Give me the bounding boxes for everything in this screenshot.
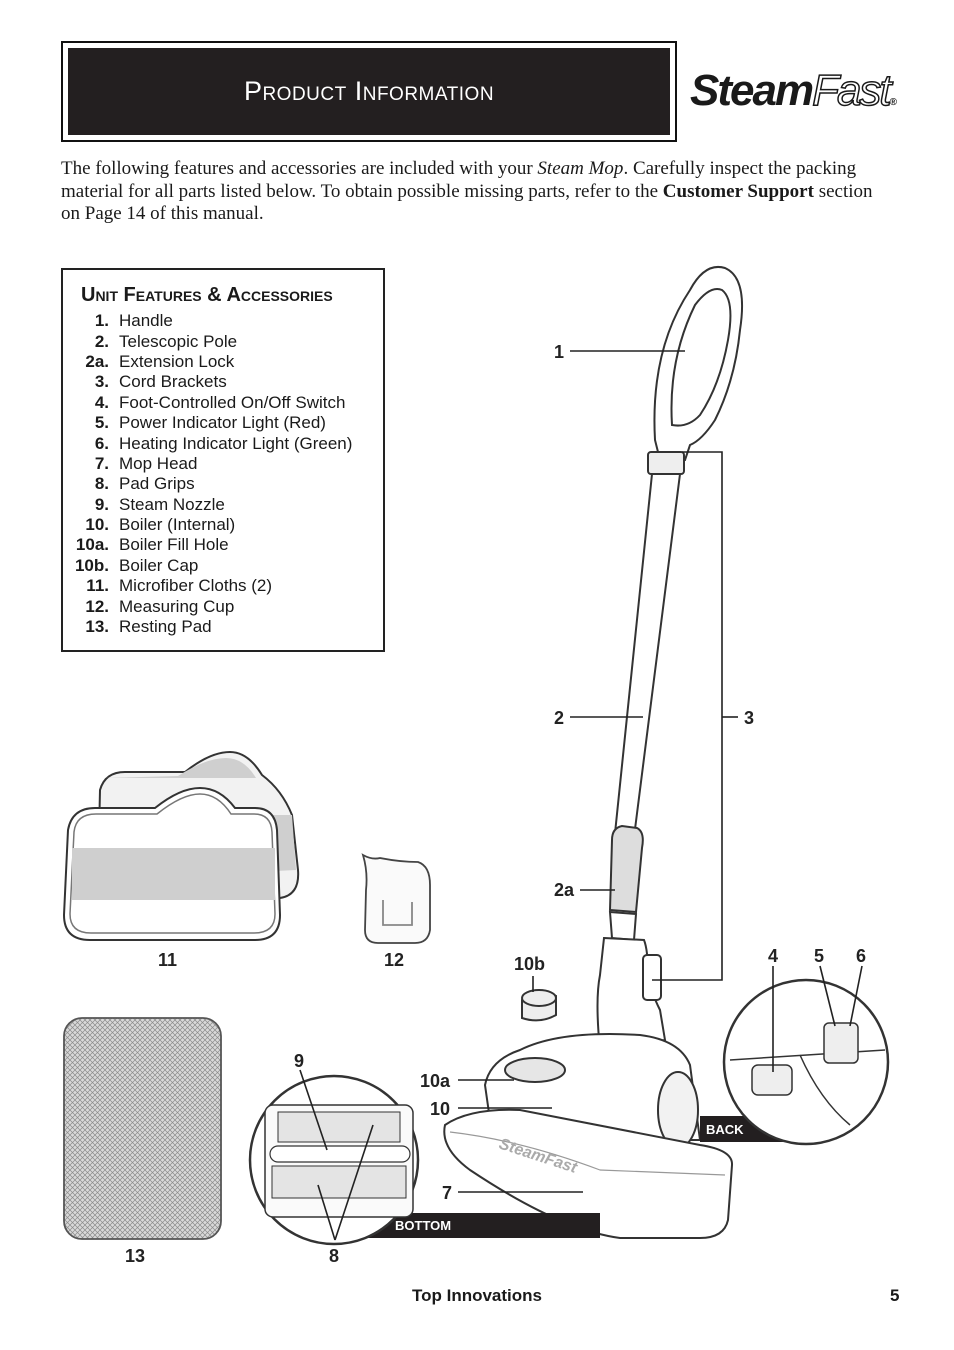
- feature-number: 2a.: [85, 351, 109, 371]
- intro-customer-support: Customer Support: [662, 180, 814, 202]
- label-13: 13: [125, 1246, 145, 1266]
- feature-number: 10.: [85, 515, 109, 535]
- feature-number: 1.: [94, 311, 109, 331]
- label-2a: 2a: [554, 880, 575, 900]
- steam-mop-illustration: [443, 266, 744, 1239]
- feature-item: 8. Pad Grips: [63, 474, 383, 494]
- footer-page-number: 5: [890, 1286, 900, 1305]
- feature-number: 5.: [94, 413, 109, 433]
- features-list: 1. Handle 2. Telescopic Pole 2a. Extension Lo…: [63, 311, 383, 637]
- feature-label: Telescopic Pole: [119, 331, 238, 351]
- label-3: 3: [744, 708, 754, 728]
- feature-label: Boiler (Internal): [119, 515, 236, 535]
- feature-number: 10a.: [75, 535, 109, 555]
- bottom-label: BOTTOM: [395, 1218, 451, 1233]
- header-banner-inner: Product Information: [68, 48, 670, 135]
- feature-item: 10a. Boiler Fill Hole: [63, 535, 383, 555]
- feature-item: 3. Cord Brackets: [63, 372, 383, 392]
- intro-product-name: Steam Mop: [537, 158, 624, 179]
- feature-number: 11.: [86, 576, 109, 596]
- leader-lines: [299, 350, 863, 1241]
- features-title: Unit Features & Accessories: [81, 284, 333, 306]
- feature-label: Extension Lock: [119, 351, 235, 371]
- feature-item: 10. Boiler (Internal): [63, 515, 383, 535]
- bottom-view-inset: [248, 1074, 420, 1246]
- logo-part-fast: Fast: [811, 65, 892, 116]
- feature-label: Resting Pad: [119, 617, 212, 637]
- label-1: 1: [554, 342, 564, 362]
- feature-item: 1. Handle: [63, 311, 383, 331]
- feature-item: 2a. Extension Lock: [63, 352, 383, 372]
- label-5: 5: [814, 946, 824, 966]
- feature-number: 6.: [94, 433, 109, 453]
- feature-label: Mop Head: [119, 453, 198, 473]
- intro-text-2: . Carefully inspect the packing material…: [61, 158, 857, 202]
- feature-item: 5. Power Indicator Light (Red): [63, 413, 383, 433]
- logo-registered-mark: ®: [889, 97, 898, 108]
- feature-number: 12.: [85, 596, 109, 616]
- feature-item: 10b. Boiler Cap: [63, 556, 383, 576]
- feature-label: Boiler Fill Hole: [119, 535, 229, 555]
- features-box: Unit Features & Accessories 1. Handle 2. Te…: [61, 268, 385, 652]
- label-10: 10: [430, 1099, 450, 1119]
- label-10a: 10a: [420, 1071, 451, 1091]
- feature-label: Measuring Cup: [119, 596, 235, 616]
- label-10b: 10b: [514, 954, 545, 974]
- feature-number: 8.: [94, 474, 109, 494]
- label-9: 9: [294, 1051, 304, 1071]
- feature-label: Handle: [119, 311, 173, 331]
- feature-number: 4.: [94, 392, 109, 412]
- label-4: 4: [768, 946, 778, 966]
- feature-number: 3.: [94, 372, 109, 392]
- feature-label: Pad Grips: [119, 474, 195, 494]
- microfiber-cloths-illustration: [62, 750, 300, 941]
- label-8: 8: [329, 1246, 339, 1266]
- feature-number: 10b.: [74, 555, 109, 575]
- feature-number: 2.: [94, 331, 109, 351]
- feature-label: Microfiber Cloths (2): [119, 576, 273, 596]
- label-7: 7: [442, 1183, 452, 1203]
- label-2: 2: [554, 708, 564, 728]
- back-label: BACK: [706, 1122, 744, 1137]
- feature-item: 6. Heating Indicator Light (Green): [63, 433, 383, 453]
- label-6: 6: [856, 946, 866, 966]
- intro-text-1: The following features and accessories a…: [61, 158, 538, 179]
- feature-label: Boiler Cap: [119, 555, 199, 575]
- intro-text-3: section on Page 14 of this manual.: [61, 180, 873, 225]
- feature-number: 7.: [94, 453, 109, 473]
- label-12: 12: [384, 950, 404, 970]
- feature-label: Heating Indicator Light (Green): [119, 433, 353, 453]
- feature-item: 4. Foot-Controlled On/Off Switch: [63, 393, 383, 413]
- feature-label: Foot-Controlled On/Off Switch: [119, 392, 346, 412]
- logo-part-steam: Steam: [690, 66, 814, 115]
- label-11: 11: [158, 950, 177, 970]
- feature-number: 13.: [85, 617, 109, 637]
- back-view-inset: [722, 978, 890, 1146]
- feature-item: 13. Resting Pad: [63, 617, 383, 637]
- bottom-label-bar: [330, 1213, 600, 1238]
- steamfast-logo: SteamFast®: [690, 65, 898, 116]
- footer-company: Top Innovations: [411, 1286, 542, 1305]
- measuring-cup-illustration: [361, 853, 431, 944]
- feature-number: 9.: [94, 494, 109, 514]
- feature-item: 12. Measuring Cup: [63, 596, 383, 616]
- feature-item: 2. Telescopic Pole: [63, 331, 383, 351]
- feature-label: Power Indicator Light (Red): [119, 413, 326, 433]
- resting-pad-illustration: [63, 1017, 222, 1240]
- header-banner: Product Information: [61, 41, 677, 142]
- feature-label: Steam Nozzle: [119, 494, 225, 514]
- feature-item: 7. Mop Head: [63, 454, 383, 474]
- feature-item: 11. Microfiber Cloths (2): [63, 576, 383, 596]
- intro-paragraph: The following features and accessories a…: [61, 158, 891, 226]
- page-title: Product Information: [243, 76, 495, 106]
- feature-item: 9. Steam Nozzle: [63, 495, 383, 515]
- feature-label: Cord Brackets: [119, 372, 227, 392]
